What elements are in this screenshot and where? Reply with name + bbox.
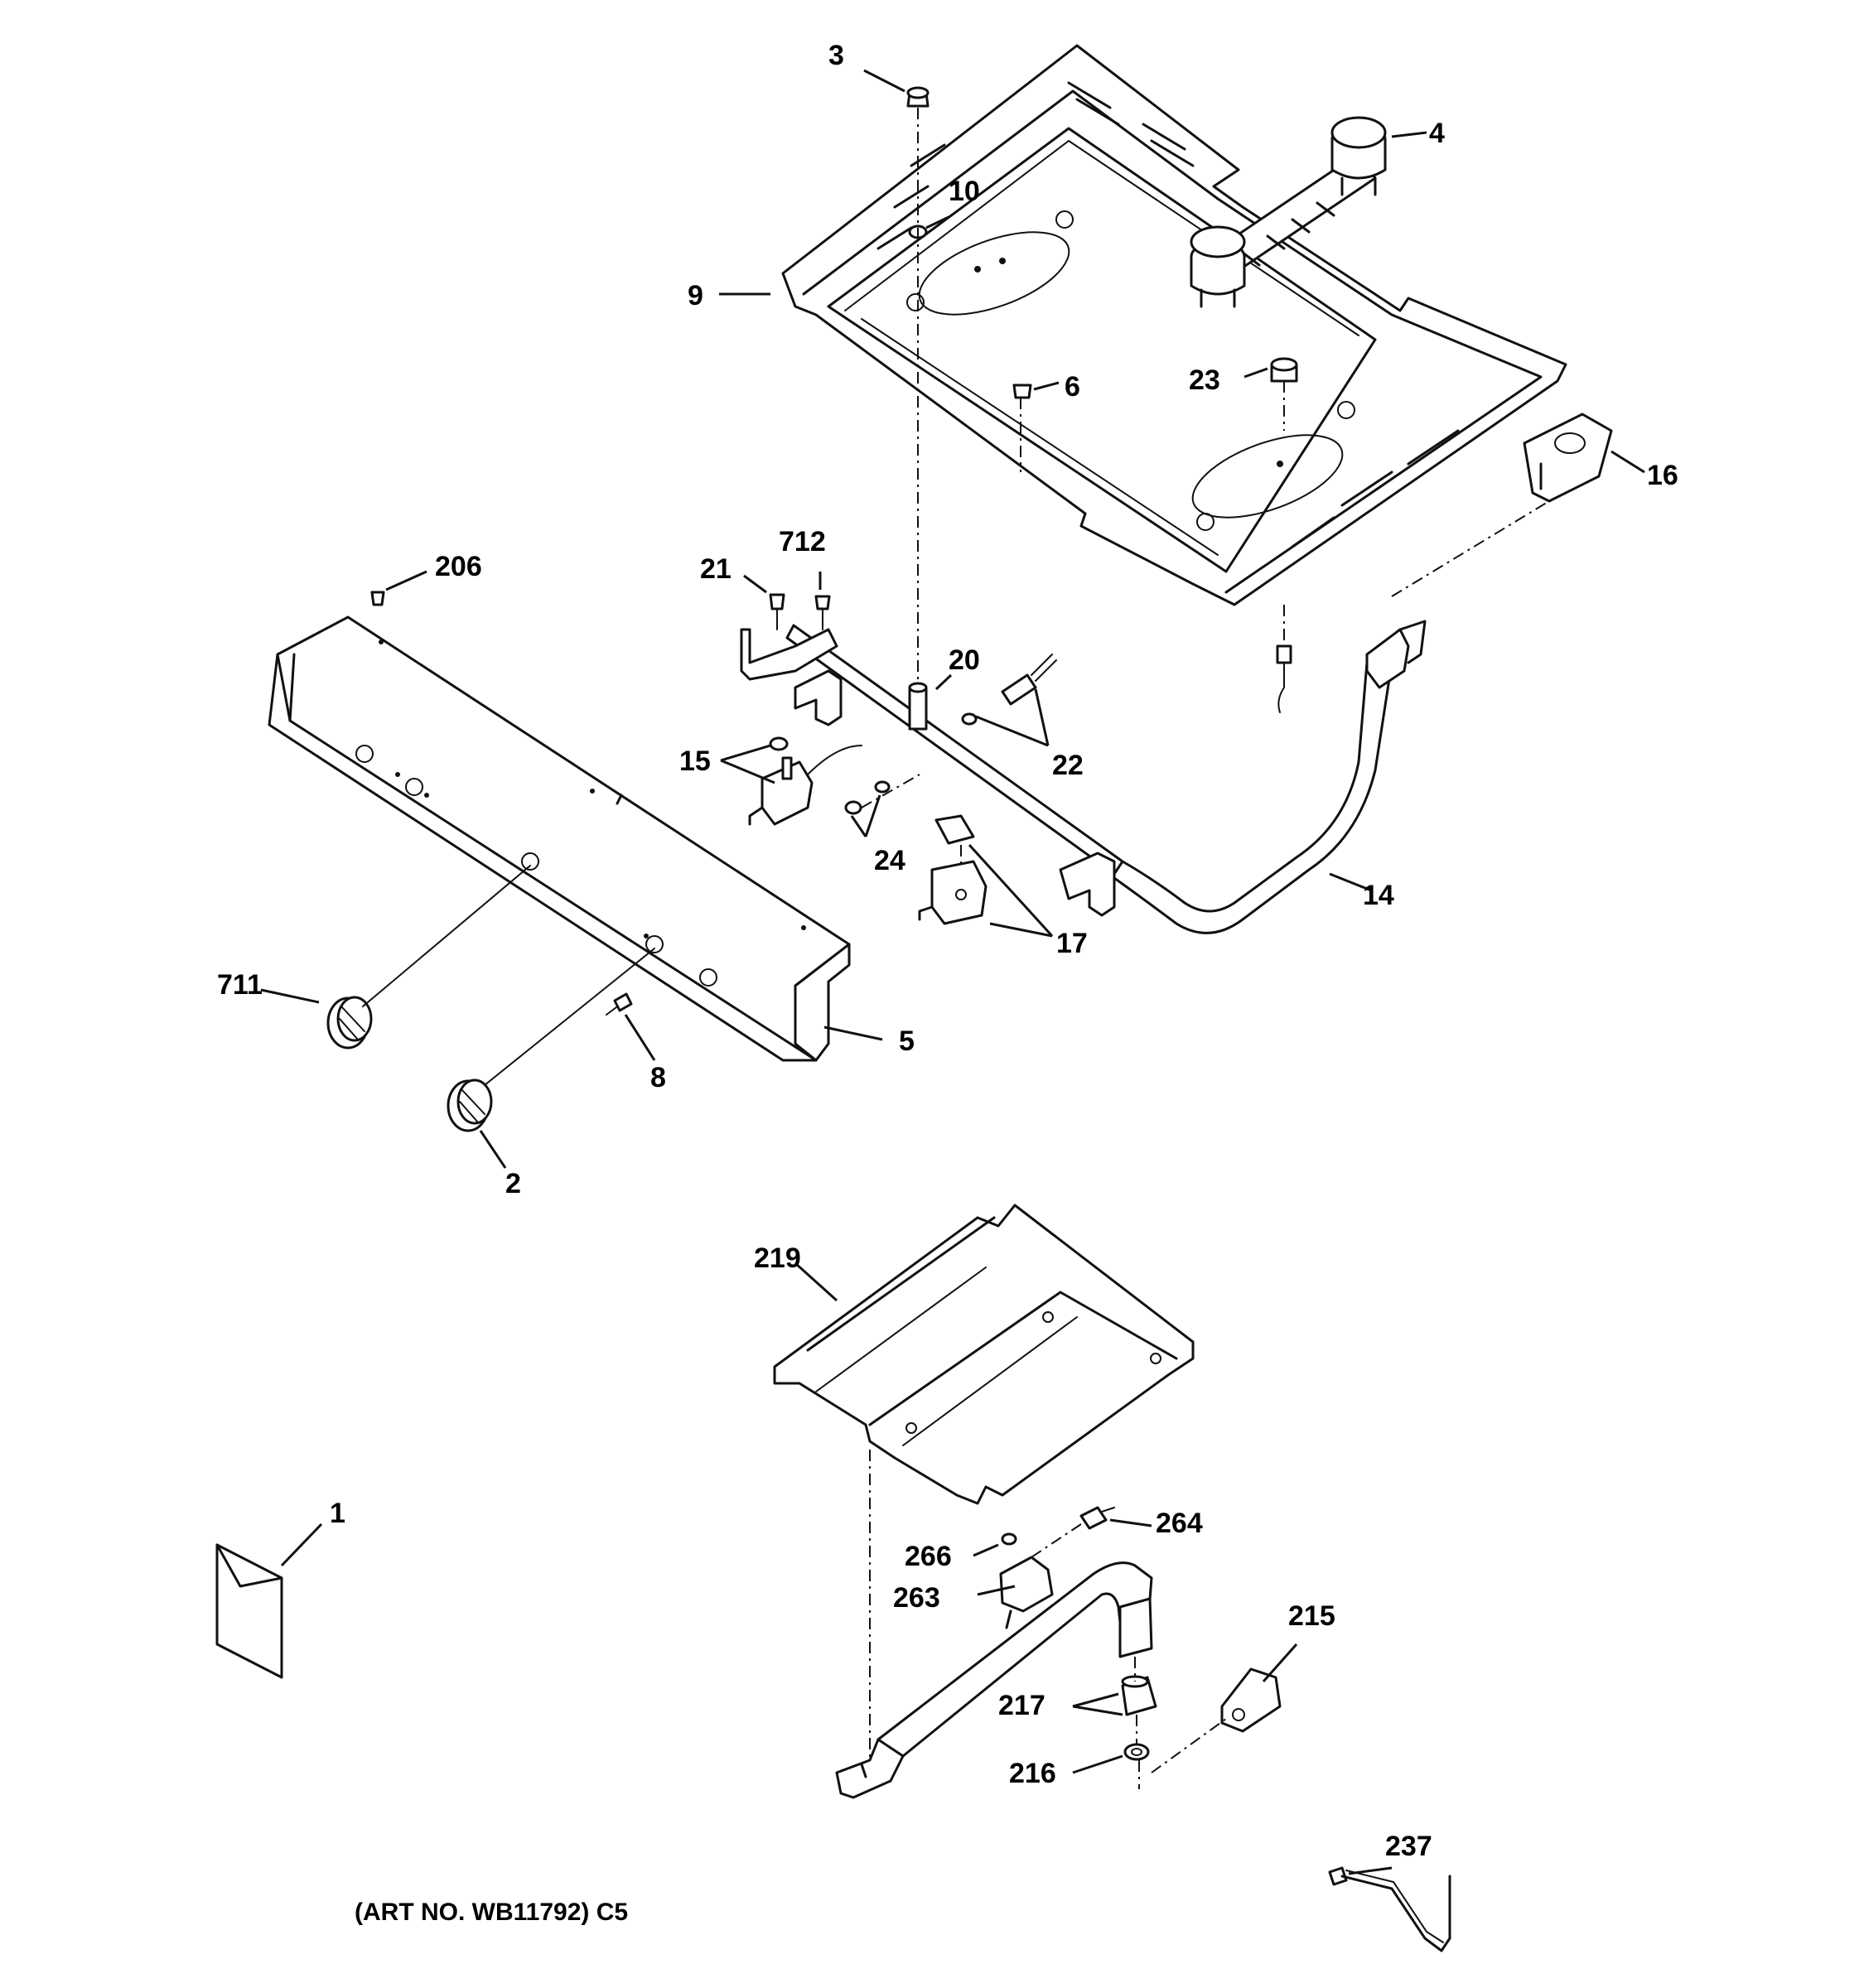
callout-219: 219 bbox=[754, 1242, 801, 1274]
screw-part-206 bbox=[370, 591, 385, 606]
callout-10: 10 bbox=[949, 176, 980, 207]
bracket-part-17 bbox=[918, 814, 988, 925]
leader-lines bbox=[260, 69, 1645, 1875]
callout-20: 20 bbox=[949, 644, 980, 676]
callout-264: 264 bbox=[1156, 1508, 1203, 1539]
probe-wire bbox=[1276, 644, 1292, 713]
manifold-part-14 bbox=[740, 620, 1427, 934]
igniter-part-22 bbox=[961, 654, 1057, 726]
screw-part-21 bbox=[769, 593, 785, 630]
screw-part-6 bbox=[1012, 384, 1032, 399]
screw-part-8 bbox=[606, 992, 633, 1016]
callout-237: 237 bbox=[1385, 1831, 1432, 1862]
callout-6: 6 bbox=[1065, 371, 1080, 403]
art-number-caption: (ART NO. WB11792) C5 bbox=[355, 1899, 628, 1926]
callout-215: 215 bbox=[1288, 1600, 1335, 1632]
callout-266: 266 bbox=[905, 1541, 952, 1572]
callout-17: 17 bbox=[1056, 928, 1088, 959]
callout-15: 15 bbox=[679, 746, 711, 777]
callout-labels: 3 4 10 9 6 23 16 206 21 712 20 22 15 24 … bbox=[217, 40, 1678, 1926]
callout-4: 4 bbox=[1429, 118, 1445, 149]
callout-9: 9 bbox=[688, 280, 703, 311]
callout-711: 711 bbox=[217, 969, 263, 1001]
callout-23: 23 bbox=[1189, 364, 1220, 396]
burner-box-part-9 bbox=[781, 44, 1567, 606]
callout-14: 14 bbox=[1363, 880, 1394, 911]
fastener-part-24 bbox=[844, 780, 891, 815]
callout-712: 712 bbox=[779, 526, 826, 557]
literature-packet-part-1 bbox=[215, 1543, 283, 1679]
igniter-part-263 bbox=[999, 1556, 1054, 1629]
callout-206: 206 bbox=[435, 551, 482, 582]
callout-217: 217 bbox=[998, 1690, 1045, 1721]
callout-16: 16 bbox=[1647, 460, 1678, 491]
air-shutter-part-217 bbox=[1121, 1675, 1157, 1716]
callout-216: 216 bbox=[1009, 1758, 1056, 1789]
callout-8: 8 bbox=[650, 1062, 666, 1093]
callout-22: 22 bbox=[1052, 750, 1084, 781]
surface-burner-part-4 bbox=[1190, 116, 1387, 308]
oven-burner-tube bbox=[835, 1561, 1153, 1799]
callout-21: 21 bbox=[700, 553, 732, 585]
control-panel-part-5 bbox=[268, 615, 851, 1062]
pilot-tube-part-237 bbox=[1328, 1866, 1451, 1952]
bracket-part-215 bbox=[1220, 1667, 1282, 1733]
baffle-part-219 bbox=[773, 1204, 1195, 1505]
callout-5: 5 bbox=[899, 1025, 915, 1057]
callout-1: 1 bbox=[330, 1498, 345, 1529]
nut-part-216 bbox=[1123, 1743, 1150, 1761]
knob-part-2 bbox=[447, 1078, 493, 1132]
screw-part-712 bbox=[814, 595, 831, 630]
orifice-part-20 bbox=[908, 682, 928, 731]
callout-24: 24 bbox=[874, 845, 905, 876]
bracket-part-16 bbox=[1523, 413, 1613, 503]
knob-part-711 bbox=[326, 996, 373, 1049]
valve-part-15 bbox=[748, 736, 862, 826]
callout-263: 263 bbox=[893, 1582, 940, 1614]
cap-part-23 bbox=[1270, 357, 1298, 383]
screw-part-3 bbox=[906, 86, 930, 108]
thermocouple-part-264 bbox=[1079, 1506, 1115, 1530]
callout-3: 3 bbox=[828, 40, 844, 71]
screw-part-266 bbox=[1001, 1532, 1017, 1546]
callout-2: 2 bbox=[505, 1168, 521, 1199]
